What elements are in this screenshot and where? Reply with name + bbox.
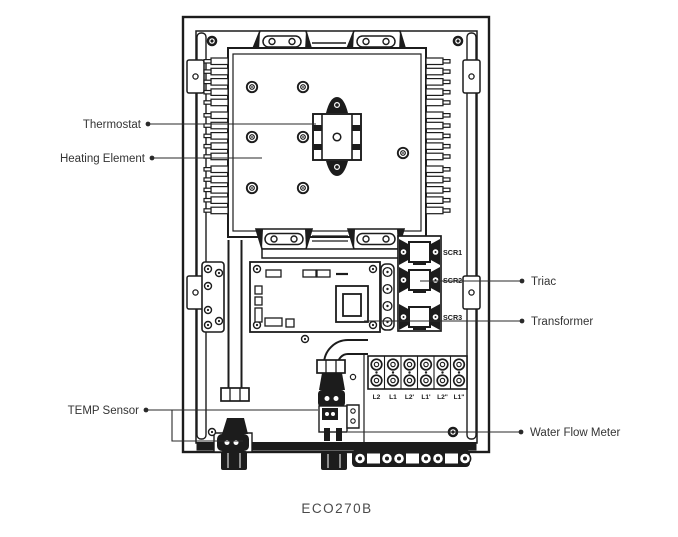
outlet-connector bbox=[321, 452, 347, 470]
pcb-component bbox=[254, 307, 263, 323]
callout-heating-element: Heating Element bbox=[60, 153, 146, 165]
terminal-label-l2: L2 bbox=[373, 394, 381, 401]
chassis-bottom-band bbox=[196, 442, 477, 451]
figure-caption: ECO270B bbox=[301, 501, 372, 516]
callout-triac: Triac bbox=[531, 276, 556, 288]
compression-fitting bbox=[319, 373, 345, 390]
pcb-component bbox=[254, 285, 263, 295]
corner-screw-top-left bbox=[206, 35, 218, 47]
callout-temp-sensor: TEMP Sensor bbox=[68, 405, 140, 417]
scr1-label: SCR1 bbox=[443, 248, 462, 257]
scr2-module bbox=[398, 266, 441, 294]
inlet-fitting-assembly bbox=[213, 387, 253, 470]
element-fins-right bbox=[425, 57, 451, 107]
hex-nut bbox=[220, 387, 250, 402]
element-fins-left bbox=[203, 57, 229, 107]
terminal-label-l2q: L2" bbox=[437, 394, 448, 401]
callout-water-flow-meter: Water Flow Meter bbox=[530, 427, 620, 439]
water-flow-meter-assembly bbox=[316, 359, 360, 470]
thermostat bbox=[312, 97, 362, 176]
temp-sensor-outlet bbox=[318, 390, 345, 407]
hex-nut bbox=[316, 359, 346, 374]
scr1-module bbox=[398, 238, 441, 266]
pcb-right-bracket bbox=[380, 263, 395, 331]
bottom-left-screw bbox=[207, 427, 217, 437]
cable-clamp-row bbox=[352, 450, 472, 467]
scr3-label: SCR3 bbox=[443, 313, 462, 322]
terminal-label-l1q: L1" bbox=[454, 394, 465, 401]
inlet-connector bbox=[221, 451, 247, 470]
callout-thermostat: Thermostat bbox=[83, 119, 142, 131]
terminal-label-l1p: L1' bbox=[421, 394, 431, 401]
terminal-block: L2 L1 L2' L1' L2" L1" bbox=[367, 355, 468, 401]
terminal-label-l1: L1 bbox=[389, 394, 397, 401]
terminal-label-l2p: L2' bbox=[405, 394, 415, 401]
scr3-module bbox=[398, 303, 441, 331]
pcb-component bbox=[302, 269, 317, 278]
bottom-bracket bbox=[254, 228, 406, 259]
pcb-component bbox=[285, 318, 295, 328]
flow-meter-bracket bbox=[346, 404, 360, 429]
callout-labels: Thermostat Heating Element TEMP Sensor T… bbox=[60, 119, 621, 439]
pcb-component bbox=[254, 296, 263, 306]
callout-transformer: Transformer bbox=[531, 316, 593, 328]
control-board bbox=[201, 261, 395, 381]
scr-block: SCR1 SCR2 SCR3 bbox=[397, 235, 462, 332]
callout-leaders bbox=[143, 121, 525, 442]
pcb-left-bracket bbox=[201, 261, 225, 333]
corner-screw-top-right bbox=[452, 35, 464, 47]
compression-fitting bbox=[222, 418, 248, 434]
temp-sensor-inlet bbox=[217, 434, 249, 451]
mounting-rails bbox=[186, 32, 481, 440]
pcb-component bbox=[316, 269, 331, 278]
top-bracket bbox=[250, 30, 408, 52]
pcb-component bbox=[265, 269, 282, 278]
pcb-component bbox=[264, 317, 283, 327]
